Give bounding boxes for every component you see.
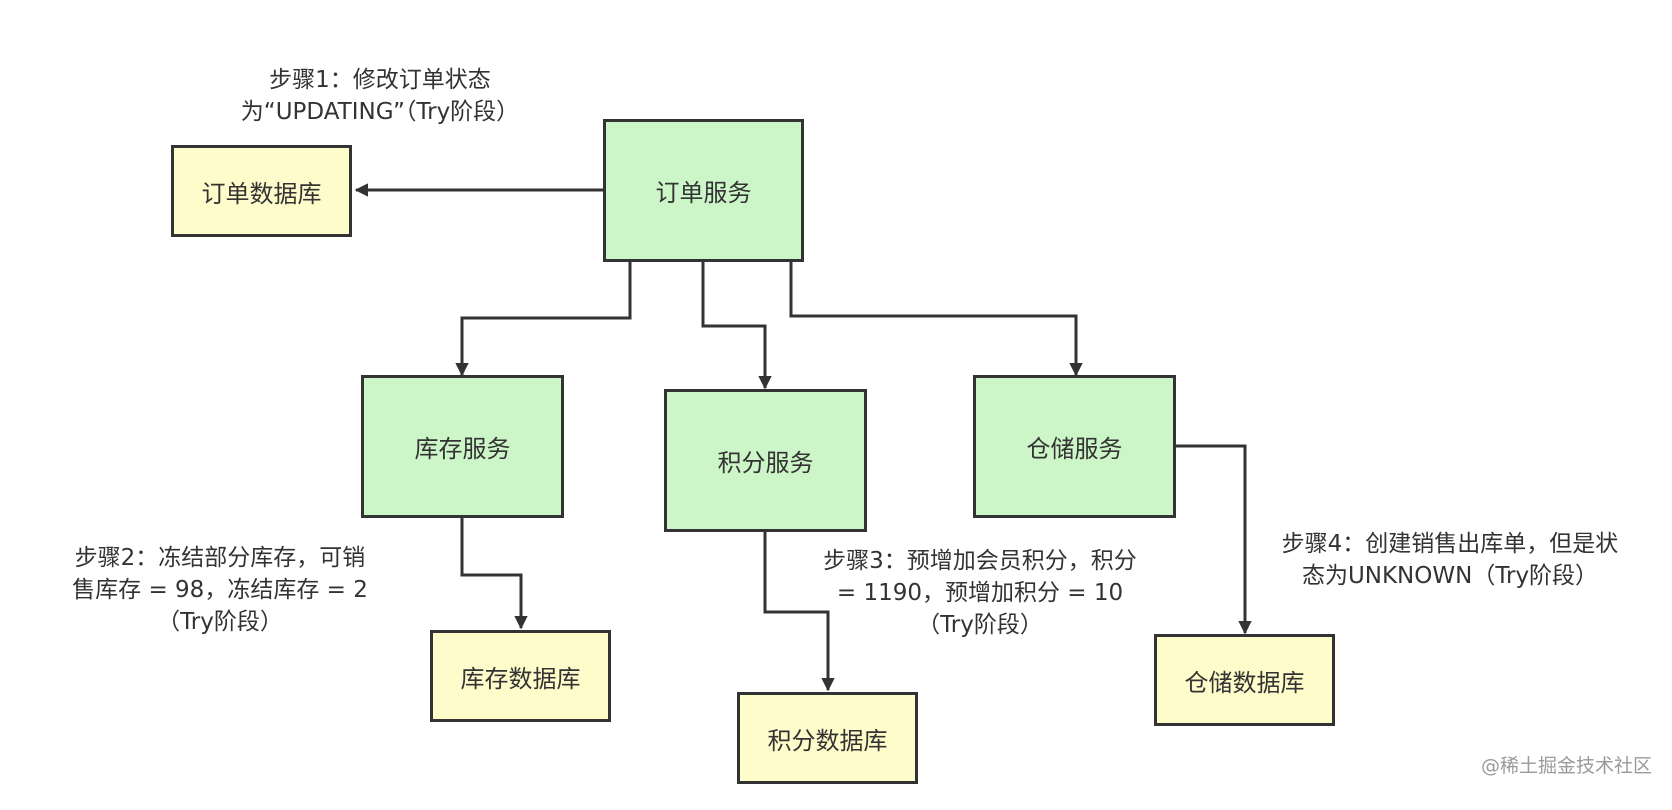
step4-line-2: 态为UNKNOWN（Try阶段） [1301, 563, 1599, 589]
step2-line-2: 售库存 = 98，冻结库存 = 2 [72, 577, 368, 603]
arrow-order-to-points [701, 262, 772, 390]
points-service-label: 积分服务 [717, 449, 814, 477]
step2-annotation: 步骤2：冻结部分库存，可销 售库存 = 98，冻结库存 = 2 （Try阶段） [45, 542, 395, 638]
inventory-db-label: 库存数据库 [460, 664, 581, 693]
warehouse-service-box: 仓储服务 [973, 375, 1176, 518]
warehouse-db-label: 仓储数据库 [1184, 668, 1305, 697]
warehouse-service-label: 仓储服务 [1026, 435, 1123, 463]
arrow-inventory-to-inventory-db [460, 518, 528, 630]
step3-line-1: 步骤3：预增加会员积分，积分 [823, 548, 1137, 574]
order-service-box: 订单服务 [603, 119, 804, 262]
order-service-label: 订单服务 [655, 179, 752, 207]
inventory-service-box: 库存服务 [361, 375, 564, 518]
arrow-order-to-warehouse [789, 262, 1083, 377]
step2-line-3: （Try阶段） [157, 609, 283, 635]
step3-line-3: （Try阶段） [917, 612, 1043, 638]
watermark: @稀土掘金技术社区 [1480, 755, 1652, 777]
order-db-label: 订单数据库 [201, 179, 322, 208]
step2-line-1: 步骤2：冻结部分库存，可销 [74, 545, 366, 571]
points-db-label: 积分数据库 [767, 726, 888, 755]
step1-line-2: 为“UPDATING”（Try阶段） [240, 99, 520, 125]
arrow-points-to-points-db [763, 532, 835, 692]
step4-line-1: 步骤4：创建销售出库单，但是状 [1281, 531, 1619, 557]
step3-line-2: = 1190，预增加积分 = 10 [836, 580, 1124, 606]
order-db-box: 订单数据库 [171, 145, 352, 237]
arrow-warehouse-to-warehouse-db [1175, 444, 1252, 635]
step4-annotation: 步骤4：创建销售出库单，但是状 态为UNKNOWN（Try阶段） [1255, 528, 1645, 592]
step1-line-1: 步骤1：修改订单状态 [269, 67, 491, 93]
inventory-db-box: 库存数据库 [430, 630, 611, 722]
step3-annotation: 步骤3：预增加会员积分，积分 = 1190，预增加积分 = 10 （Try阶段） [795, 545, 1165, 641]
points-service-box: 积分服务 [664, 389, 867, 532]
arrow-order-to-inventory [455, 262, 632, 377]
inventory-service-label: 库存服务 [414, 435, 511, 463]
warehouse-db-box: 仓储数据库 [1154, 634, 1335, 726]
step1-annotation: 步骤1：修改订单状态 为“UPDATING”（Try阶段） [170, 64, 590, 128]
points-db-box: 积分数据库 [737, 692, 918, 784]
